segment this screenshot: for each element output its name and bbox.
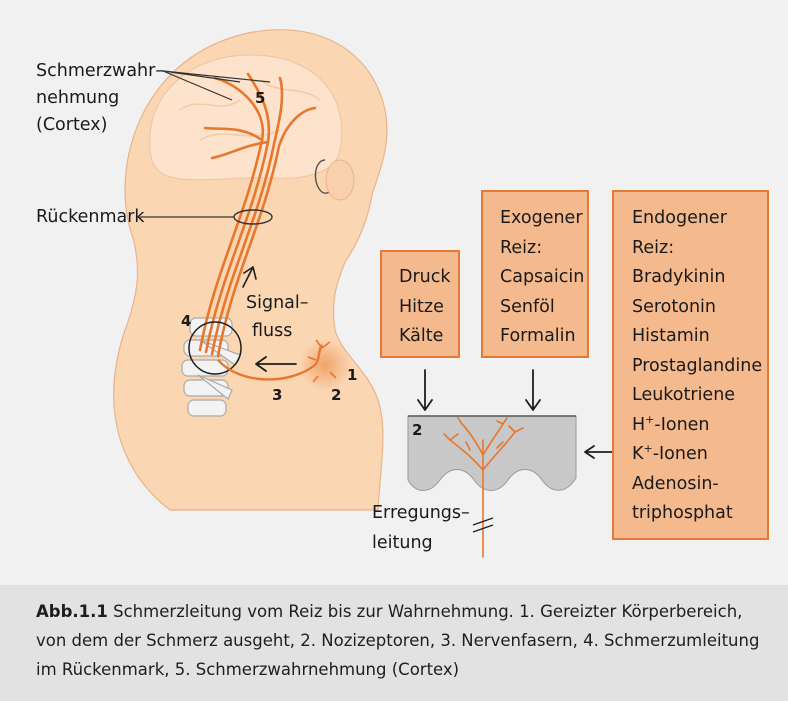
endogenous-stimulus-item: Leukotriene — [632, 381, 767, 411]
number-label-3: 3 — [272, 386, 282, 404]
perception-label-line3: (Cortex) — [36, 114, 107, 136]
exogenous-stimulus-box: Exogener Reiz: Capsaicin Senföl Formalin — [481, 190, 589, 358]
endogenous-stimulus-item: Histamin — [632, 322, 767, 352]
skin-section — [408, 416, 576, 491]
endogenous-stimulus-item: Endogener — [632, 204, 767, 234]
signal-flow-label-line1: Signal– — [246, 292, 309, 314]
exogenous-stimulus-item: Formalin — [500, 322, 587, 352]
endogenous-stimulus-item: Adenosin- — [632, 470, 767, 500]
figure-caption: Abb.1.1 Schmerzleitung vom Reiz bis zur … — [36, 597, 766, 684]
skin-number-label: 2 — [412, 421, 422, 439]
hydrogen-ion-item: H+-Ionen — [632, 411, 767, 441]
caption-text: Schmerzleitung vom Reiz bis zur Wahrnehm… — [36, 602, 759, 679]
exogenous-stimulus-item: Reiz: — [500, 234, 587, 264]
physical-stimulus-item: Kälte — [399, 322, 458, 352]
number-label-1: 1 — [347, 366, 357, 384]
endogenous-stimulus-item: Prostaglandine — [632, 352, 767, 382]
perception-label-line2: nehmung — [36, 87, 119, 109]
number-label-4: 4 — [181, 312, 191, 330]
stimulus-area-glow — [299, 339, 351, 391]
endogenous-stimulus-box: Endogener Reiz: Bradykinin Serotonin His… — [612, 190, 769, 540]
physical-stimulus-item: Hitze — [399, 293, 458, 323]
endogenous-stimulus-item: triphosphat — [632, 499, 767, 529]
figure-panel: Schmerzwahr– nehmung (Cortex) Rückenmark… — [0, 0, 788, 585]
exogenous-stimulus-item: Senföl — [500, 293, 587, 323]
conduction-label-line1: Erregungs– — [372, 502, 470, 524]
conduction-label-line2: leitung — [372, 532, 433, 554]
physical-stimulus-item: Druck — [399, 263, 458, 293]
exogenous-stimulus-item: Capsaicin — [500, 263, 587, 293]
perception-label-line1: Schmerzwahr– — [36, 60, 164, 82]
caption-panel: Abb.1.1 Schmerzleitung vom Reiz bis zur … — [0, 585, 788, 701]
endogenous-stimulus-item: Bradykinin — [632, 263, 767, 293]
potassium-ion-item: K+-Ionen — [632, 440, 767, 470]
exogenous-stimulus-item: Exogener — [500, 204, 587, 234]
number-label-2: 2 — [331, 386, 341, 404]
endogenous-stimulus-item: Reiz: — [632, 234, 767, 264]
number-label-5: 5 — [255, 89, 265, 107]
caption-label: Abb.1.1 — [36, 602, 108, 621]
physical-stimulus-box: Druck Hitze Kälte — [380, 250, 460, 358]
spinal-cord-label: Rückenmark — [36, 206, 145, 228]
endogenous-stimulus-item: Serotonin — [632, 293, 767, 323]
signal-flow-label-line2: fluss — [252, 320, 292, 342]
